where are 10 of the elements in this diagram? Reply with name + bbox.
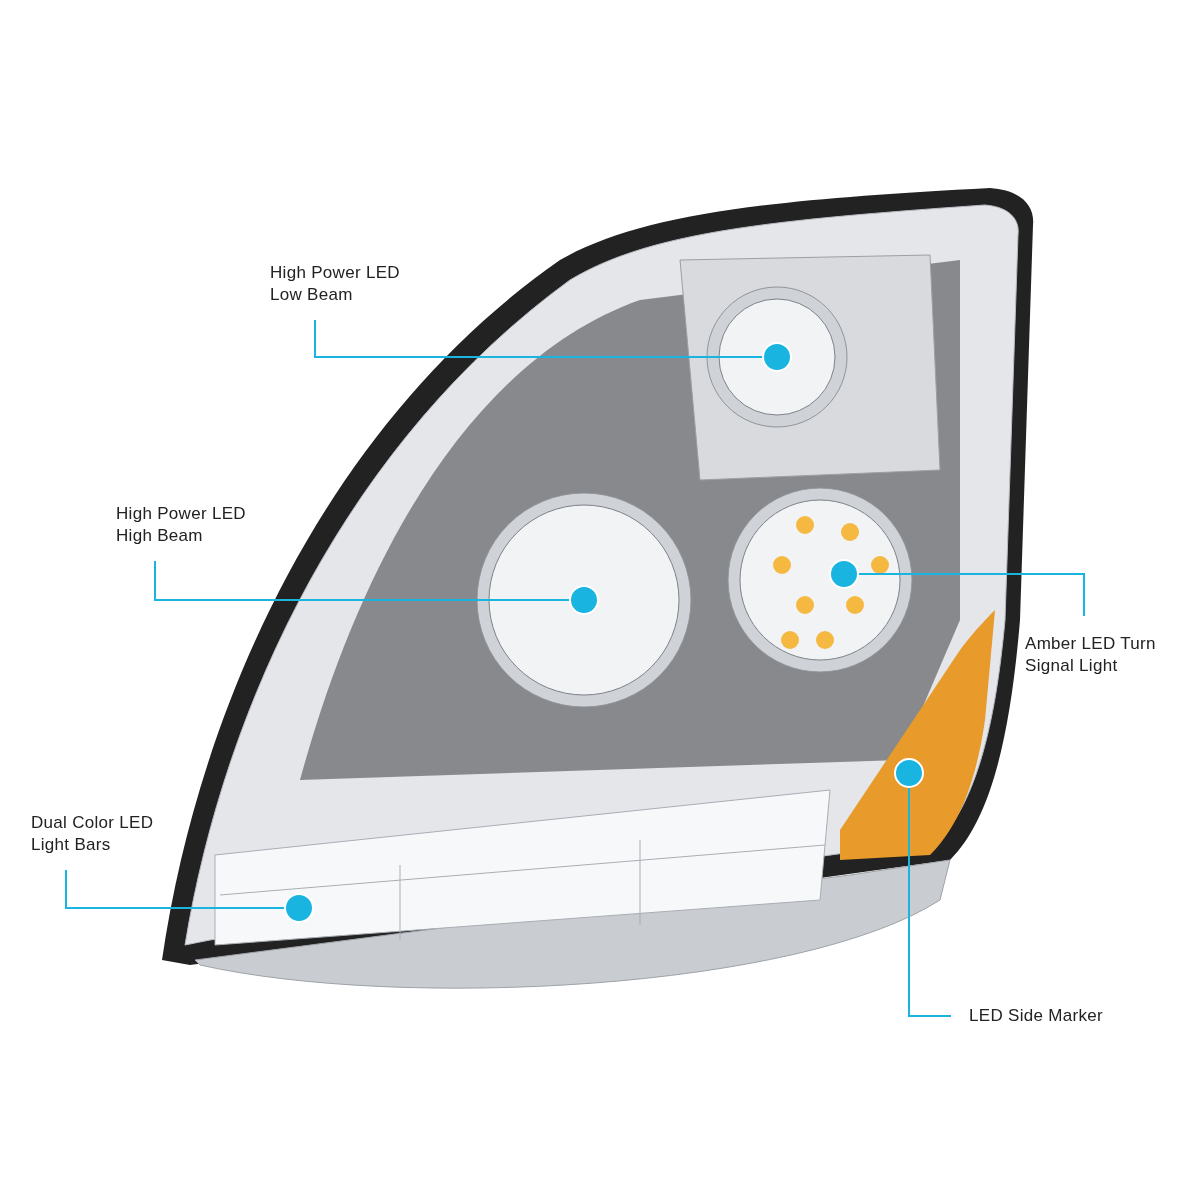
callout-label: High Power LED Low Beam: [270, 262, 401, 306]
callout-label: Amber LED Turn Signal Light: [1025, 633, 1157, 677]
callout-label: Dual Color LED Light Bars: [31, 812, 155, 856]
callout-label: LED Side Marker: [969, 1005, 1104, 1027]
leader-line: [858, 573, 1085, 617]
leader-line: [65, 869, 285, 909]
leader-line: [314, 319, 763, 358]
leader-line: [908, 787, 952, 1017]
callout-label: High Power LED High Beam: [116, 503, 247, 547]
leader-line: [154, 560, 570, 601]
